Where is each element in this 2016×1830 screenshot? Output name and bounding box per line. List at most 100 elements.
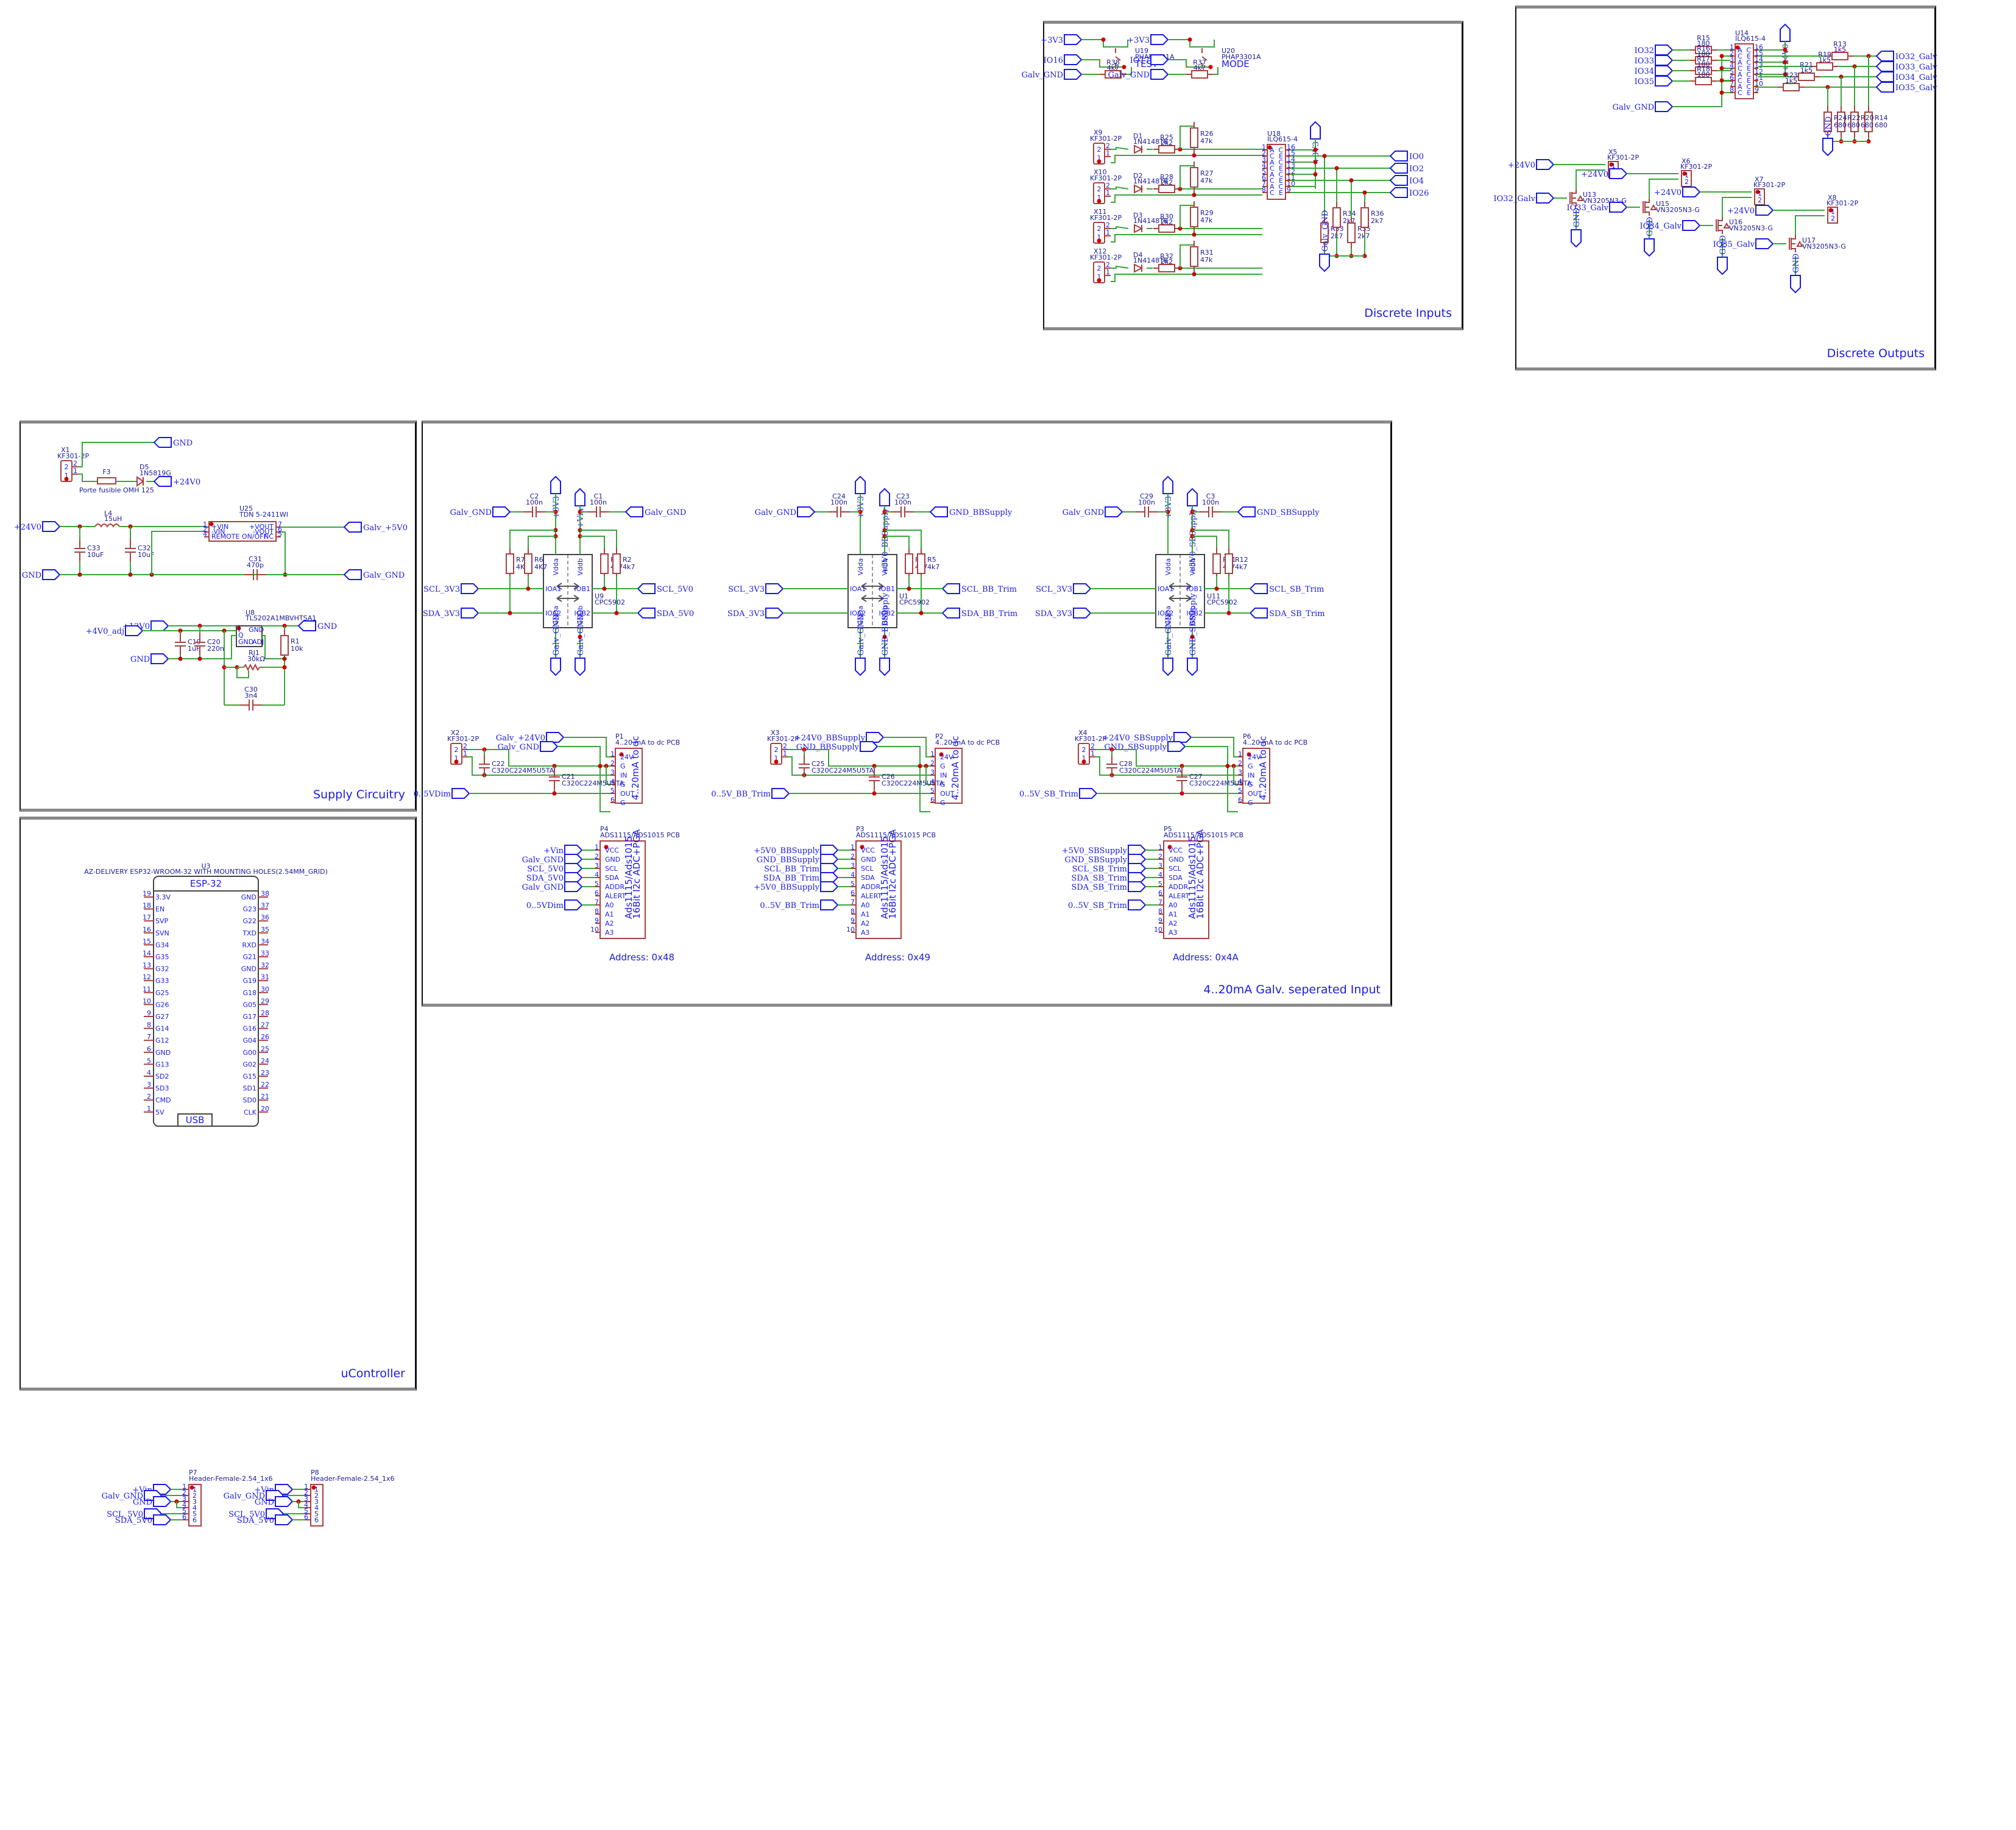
component-value: 680 <box>1861 121 1873 129</box>
junction <box>1783 60 1788 65</box>
pin-number: 8 <box>851 907 855 915</box>
pin-name: NC <box>264 533 274 541</box>
net-label: Galv_GND <box>343 569 405 580</box>
port-shape <box>575 488 585 506</box>
part-number: ILQ615-4 <box>1267 135 1298 143</box>
pin-name: G26 <box>155 1001 169 1009</box>
pin-number: 1 <box>610 750 615 758</box>
junction <box>197 656 202 661</box>
net-name: SCL_SB_Trim <box>1269 585 1324 594</box>
pin-number: 9 <box>147 1009 151 1017</box>
pin-name: IN <box>620 771 627 779</box>
i2c-address: Address: 0x48 <box>609 952 674 963</box>
pin-number: 9 <box>1287 186 1291 194</box>
net-label: IO34 <box>1635 65 1674 76</box>
net-label: +24V0 <box>1581 168 1628 179</box>
net-label: GND_BBSupply <box>757 854 839 865</box>
ref-designator: R29 <box>1200 209 1214 217</box>
net-label: IO32 <box>1635 44 1674 55</box>
wire <box>236 667 249 678</box>
pin-number: 12 <box>1755 68 1763 76</box>
pin-name: 3 <box>193 1498 197 1506</box>
pin-number: 10 <box>1755 80 1763 88</box>
port-shape <box>1609 168 1628 179</box>
port-shape <box>1150 54 1169 65</box>
junction <box>619 752 624 757</box>
junction <box>907 586 911 591</box>
junction <box>598 764 603 768</box>
wire <box>788 756 930 776</box>
pin-name: G35 <box>155 953 169 961</box>
converter-title: 4..20mA to dc <box>950 736 961 800</box>
net-label: Galv_GND <box>498 741 559 752</box>
junction <box>1322 154 1327 158</box>
port-shape <box>820 872 839 883</box>
junction <box>604 845 609 849</box>
junction <box>602 586 607 591</box>
pin-number: 2 <box>463 742 467 750</box>
pin-name: 6 <box>193 1516 197 1524</box>
pin-name: G <box>940 799 946 807</box>
net-name: Galv_GND <box>755 508 796 517</box>
net-label: Galv_GND <box>855 614 866 676</box>
port-shape <box>1128 881 1147 892</box>
net-name: IO33_Galv <box>1567 204 1609 213</box>
pin-number: 26 <box>261 1033 269 1041</box>
resistor <box>524 553 532 574</box>
component-value: 3n4 <box>245 692 258 700</box>
junction <box>189 1485 194 1490</box>
pin-number: 1 <box>1091 750 1095 757</box>
pin-name: A3 <box>861 929 870 937</box>
port-shape <box>42 521 61 532</box>
pin-name: G34 <box>155 941 169 949</box>
junction <box>282 656 287 661</box>
pin-number: 2 <box>930 759 935 767</box>
net-name: 0..5V_BB_Trim <box>760 901 819 910</box>
net-label: Galv_GND <box>624 506 686 517</box>
junction <box>1828 208 1833 213</box>
net-label: +5V0_BBSupply <box>754 845 839 856</box>
ref-designator: C21 <box>562 773 575 781</box>
junction <box>64 477 69 481</box>
net-label: 0..5VDim <box>414 788 470 799</box>
net-label: SDA_5V0 <box>237 1514 294 1525</box>
wire <box>1722 197 1752 218</box>
ref-designator: U15 <box>1656 200 1669 208</box>
component-value: C320C224M5U5TA <box>492 767 554 775</box>
diode <box>1134 263 1144 273</box>
ref-designator: C20 <box>207 638 221 646</box>
pin-number: 2 <box>65 463 69 471</box>
ref-designator: X5 <box>1608 148 1618 156</box>
port-shape <box>153 476 172 487</box>
pin-number: 2 <box>774 746 779 754</box>
wire <box>176 1502 183 1508</box>
pin-number: 7 <box>1730 80 1734 88</box>
net-name: IO0 <box>1409 152 1424 161</box>
pin-number: 10 <box>590 926 599 934</box>
junction <box>1192 272 1197 277</box>
net-label: Galv_GND <box>755 506 816 517</box>
net-name: 0..5V_SB_Trim <box>1019 790 1078 799</box>
pin-number: 5 <box>610 787 615 795</box>
net-name: IO34 <box>1635 67 1654 76</box>
ref-designator: R36 <box>1371 210 1384 218</box>
pin-name: IOA1 <box>1158 585 1173 593</box>
pin-number: 24 <box>261 1057 269 1065</box>
pin-number: 5 <box>1238 787 1242 795</box>
pin-number: 4 <box>851 871 855 879</box>
pin-name: +VOUT <box>249 523 274 531</box>
pin-name: 5 <box>314 1510 319 1518</box>
pin-number: 8 <box>1262 186 1266 194</box>
pin-name: G22 <box>242 917 256 925</box>
ref-designator: C26 <box>882 773 895 781</box>
ref-designator: L4 <box>104 509 112 517</box>
pin-name: G12 <box>155 1037 169 1044</box>
pin-number: 1 <box>463 750 467 757</box>
port-shape <box>855 658 866 676</box>
pin-number: 14 <box>143 949 151 957</box>
pin-name: ADDR <box>605 883 624 891</box>
net-name: Galv_GND <box>102 1492 143 1501</box>
pin-name: C <box>1746 71 1751 79</box>
